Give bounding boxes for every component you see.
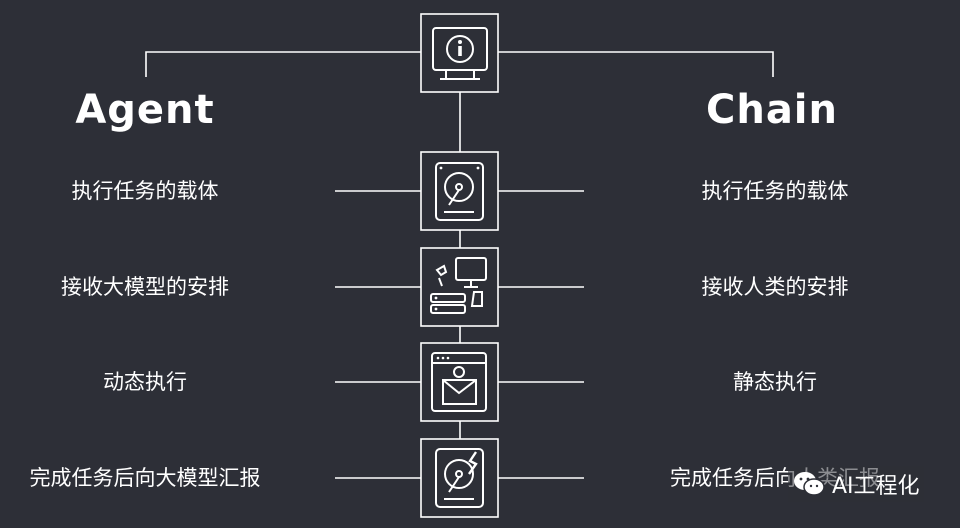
agent-row-4-label: 完成任务后向大模型汇报 (29, 466, 261, 490)
info-monitor-icon (420, 13, 499, 93)
watermark: AI工程化 (788, 466, 924, 502)
agent-bracket-line (145, 51, 421, 77)
hard-drive-icon (420, 151, 499, 231)
chain-heading: Chain (705, 87, 838, 133)
chain-bracket-line (498, 51, 774, 77)
chain-row-3-label: 静态执行 (733, 370, 817, 394)
watermark-text: AI工程化 (832, 474, 920, 499)
chain-row-2-label: 接收人类的安排 (701, 275, 849, 299)
chain-row-1-label: 执行任务的载体 (701, 179, 849, 203)
agent-row-1-label: 执行任务的载体 (71, 179, 219, 203)
agent-heading: Agent (75, 87, 215, 133)
broken-hard-drive-icon (420, 438, 499, 518)
agent-row-2-label: 接收大模型的安排 (61, 275, 229, 299)
computer-devices-icon (420, 247, 499, 327)
wechat-icon (794, 472, 825, 496)
email-browser-icon (420, 342, 499, 422)
agent-row-3-label: 动态执行 (103, 370, 187, 394)
